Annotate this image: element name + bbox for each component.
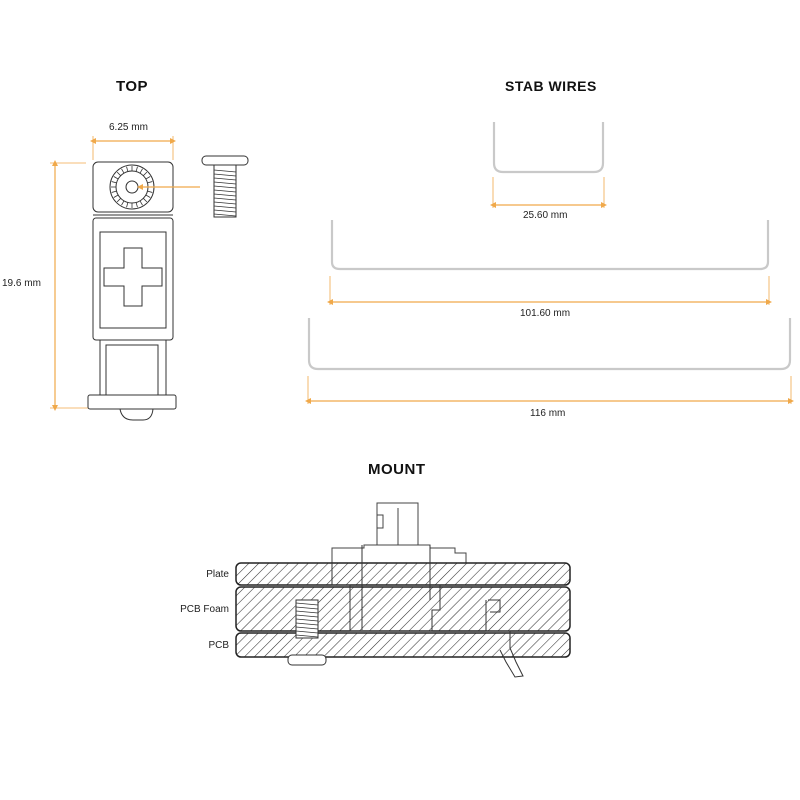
wire-medium [330,220,770,271]
stab-wires [307,122,792,371]
width-dimension-label: 6.25 mm [109,122,148,133]
wire-large [307,318,792,371]
top-view [50,136,249,421]
stabilizer-housing [87,161,177,421]
section-title-stab-wires: STAB WIRES [505,78,597,94]
pcb-foam-label: PCB Foam [180,604,229,615]
wire-large-dimension-label: 116 mm [530,408,566,419]
wire-medium-dimension-label: 101.60 mm [520,308,571,319]
stem-cross [103,247,163,307]
section-title-mount: MOUNT [368,461,426,478]
wire-small [492,122,605,174]
pcb-label: PCB [208,640,229,651]
plate-label: Plate [206,569,229,580]
mount-cross-section [235,502,571,678]
plate-layer [235,562,571,586]
wire-small-dimension-label: 25.60 mm [523,210,568,221]
pcb-foam-layer [235,586,571,632]
screw-icon [201,155,249,218]
height-dimension-label: 19.6 mm [2,278,41,289]
pcb-layer [235,632,571,658]
section-title-top: TOP [116,78,149,95]
